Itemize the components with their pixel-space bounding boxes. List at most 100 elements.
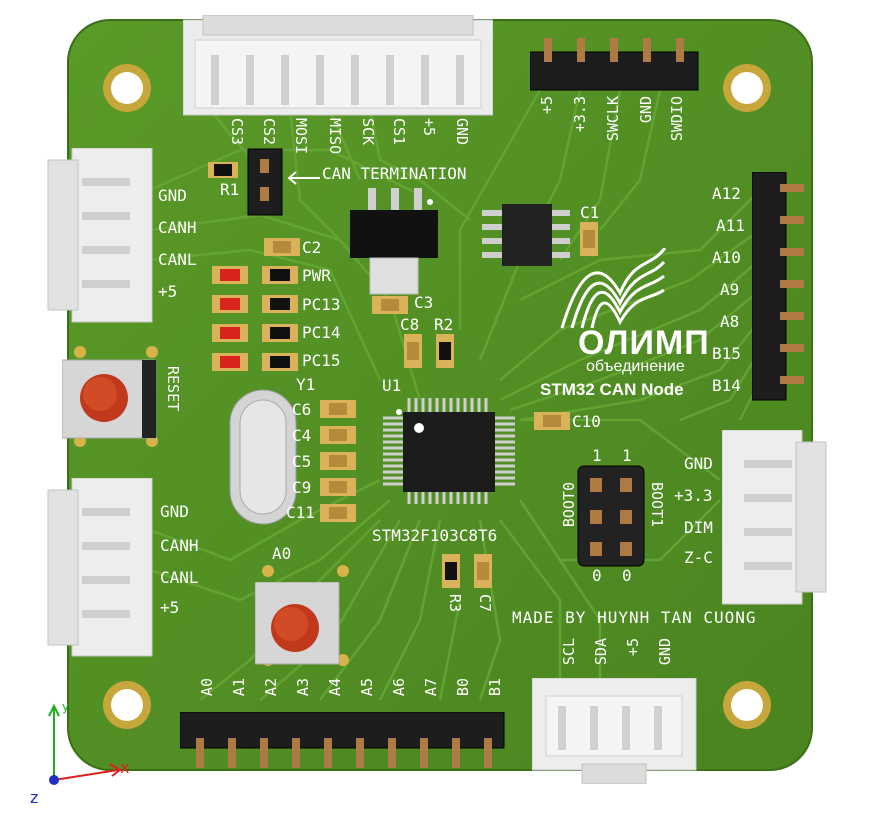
- c8-r2-parts: [404, 334, 454, 368]
- axis-y-label: y: [62, 700, 70, 714]
- a0-button[interactable]: [255, 582, 341, 666]
- can-bottom-pin-label: +5: [160, 598, 180, 617]
- c5-label: C5: [292, 452, 312, 471]
- boot-zero-left: 0: [592, 566, 602, 585]
- r1-label: R1: [220, 180, 240, 199]
- c11-label: C11: [286, 503, 315, 522]
- can-connector-top: [47, 148, 153, 323]
- boot-one-left: 1: [592, 446, 602, 465]
- right-io-pin-header: [752, 172, 804, 401]
- led-label: PC15: [302, 351, 341, 370]
- i2c-pin-label: SCL: [560, 638, 578, 666]
- boot-jumper-block[interactable]: [576, 464, 646, 568]
- i2c-connector: [532, 678, 697, 784]
- can-top-pin-label: +5: [158, 282, 178, 301]
- c7-label: C7: [476, 594, 494, 613]
- r3-label: R3: [446, 594, 464, 613]
- bottom-pin-label: A4: [326, 678, 344, 697]
- right-io-pin-label: A10: [712, 248, 741, 267]
- right-io-pin-label: B14: [712, 376, 741, 395]
- made-by-label: MADE BY HUYNH TAN CUONG: [512, 608, 757, 627]
- top-pin-label: CS3: [228, 118, 246, 146]
- top-pin-label: MISO: [326, 118, 344, 155]
- c6-label: C6: [292, 400, 312, 419]
- mcu-part-label: STM32F103C8T6: [372, 526, 498, 545]
- c9-label: C9: [292, 478, 312, 497]
- top-spi-connector: [183, 15, 493, 116]
- right-io-pin-label: A11: [716, 216, 745, 235]
- c1-label: C1: [580, 203, 600, 222]
- power-pin-label: GND: [684, 454, 713, 473]
- bottom-pin-label: A2: [262, 678, 280, 697]
- right-power-connector: [722, 430, 827, 605]
- bottom-pin-label: A1: [230, 678, 248, 697]
- c4-label: C4: [292, 426, 312, 445]
- axis-x-label: x: [120, 758, 130, 777]
- y1-label: Y1: [296, 375, 316, 394]
- soic8-chip: [482, 204, 570, 266]
- can-top-pin-label: CANL: [158, 250, 197, 269]
- i2c-pin-label: GND: [656, 638, 674, 666]
- power-pin-label: +3.3: [674, 486, 713, 505]
- bottom-pin-header: [180, 712, 505, 768]
- top-pin-label: CS1: [390, 118, 408, 146]
- can-top-pin-label: GND: [158, 186, 187, 205]
- power-pin-label: Z-C: [684, 548, 713, 567]
- right-io-pin-label: A8: [720, 312, 740, 331]
- bottom-pin-label: A0: [198, 678, 216, 697]
- can-bottom-pin-label: CANH: [160, 536, 199, 555]
- voltage-regulator: [350, 188, 438, 295]
- led-label: PC13: [302, 295, 341, 314]
- c3-capacitor: [372, 296, 408, 314]
- crystal-capacitors: [320, 400, 356, 522]
- bottom-pin-label: B1: [486, 678, 504, 697]
- can-connector-bottom: [47, 478, 153, 657]
- top-pin-label: +5: [420, 118, 438, 137]
- c8-label: C8: [400, 315, 420, 334]
- swd-pin-label: +3.3: [571, 96, 589, 133]
- top-pin-label: SCK: [359, 118, 377, 146]
- bottom-pin-label: A7: [422, 678, 440, 697]
- bottom-pin-label: A3: [294, 678, 312, 697]
- top-pin-label: CS2: [260, 118, 278, 146]
- axis-z-label: z: [30, 788, 39, 807]
- c10-capacitor: [534, 412, 570, 430]
- i2c-pin-label: +5: [624, 638, 642, 657]
- u1-label: U1: [382, 376, 402, 395]
- board-title: STM32 CAN Node: [540, 380, 684, 399]
- led-array: [212, 266, 298, 371]
- right-io-pin-label: A9: [720, 280, 740, 299]
- reset-label: RESET: [164, 366, 182, 412]
- swd-pin-label: SWCLK: [604, 96, 622, 142]
- logo-name: ОЛИМП: [578, 324, 710, 362]
- swd-pin-label: SWDIO: [668, 96, 686, 142]
- right-io-pin-label: B15: [712, 344, 741, 363]
- can-termination-label: CAN TERMINATION: [322, 164, 467, 183]
- boot1-label: BOOT1: [648, 482, 666, 528]
- bottom-pin-label: A5: [358, 678, 376, 697]
- reset-button[interactable]: [62, 356, 158, 440]
- boot-one-right: 1: [622, 446, 632, 465]
- power-pin-label: DIM: [684, 518, 713, 537]
- swd-pin-label: GND: [637, 96, 655, 124]
- swd-pin-header: [530, 38, 699, 91]
- bottom-pin-label: B0: [454, 678, 472, 697]
- c2-label: C2: [302, 238, 322, 257]
- led-label: PWR: [302, 266, 331, 285]
- c2-capacitor: [264, 238, 300, 256]
- r1-resistor: [208, 162, 238, 178]
- can-termination-jumper: [247, 148, 283, 216]
- swd-pin-label: +5: [538, 96, 556, 115]
- boot-zero-right: 0: [622, 566, 632, 585]
- logo-subtitle: объединение: [586, 358, 685, 375]
- can-bottom-pin-label: GND: [160, 502, 189, 521]
- arrow-left-icon: [287, 171, 320, 185]
- can-top-pin-label: CANH: [158, 218, 197, 237]
- top-pin-label: GND: [453, 118, 471, 146]
- y1-crystal: [229, 389, 297, 525]
- can-bottom-pin-label: CANL: [160, 568, 199, 587]
- led-label: PC14: [302, 323, 341, 342]
- mcu-chip: [383, 398, 515, 504]
- c1-capacitor: [580, 222, 598, 256]
- r2-label: R2: [434, 315, 454, 334]
